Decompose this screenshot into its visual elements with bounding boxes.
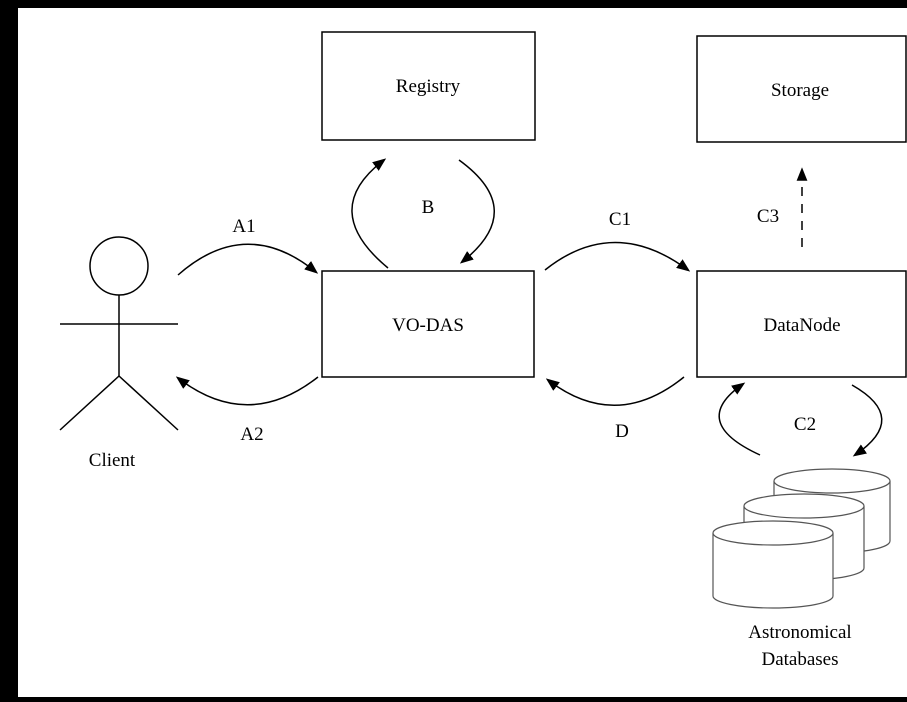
vo-das-node: VO-DAS: [321, 270, 535, 378]
arrow-a1: [177, 243, 319, 276]
client-left-leg: [59, 375, 120, 431]
arrow-c1: [544, 241, 691, 272]
arrow-c2-up: [718, 382, 761, 456]
arrow-d: [545, 376, 685, 406]
registry-label: Registry: [396, 76, 461, 97]
datanode-label: DataNode: [763, 315, 840, 336]
database-cylinder-front: [712, 520, 834, 609]
label-a1: A1: [232, 216, 255, 237]
label-c2: C2: [794, 414, 816, 435]
arrow-b-down: [458, 159, 495, 264]
databases-label-line1: Astronomical: [748, 622, 851, 643]
storage-label: Storage: [771, 80, 829, 101]
astronomical-databases: [712, 468, 891, 609]
arrow-b-up: [351, 158, 389, 269]
client-right-leg: [118, 375, 179, 431]
label-c3: C3: [757, 206, 779, 227]
datanode-node: DataNode: [696, 270, 907, 378]
databases-label-line2: Databases: [761, 649, 838, 670]
label-c1: C1: [609, 209, 631, 230]
registry-node: Registry: [321, 31, 536, 141]
client-head: [89, 236, 149, 296]
storage-node: Storage: [696, 35, 907, 143]
vo-das-label: VO-DAS: [392, 315, 464, 336]
client-actor: [59, 236, 179, 431]
arrow-c2-down: [851, 384, 883, 457]
client-label: Client: [89, 450, 136, 471]
label-d: D: [615, 421, 629, 442]
arrow-a2: [175, 376, 319, 406]
label-b: B: [422, 197, 435, 218]
label-a2: A2: [240, 424, 263, 445]
